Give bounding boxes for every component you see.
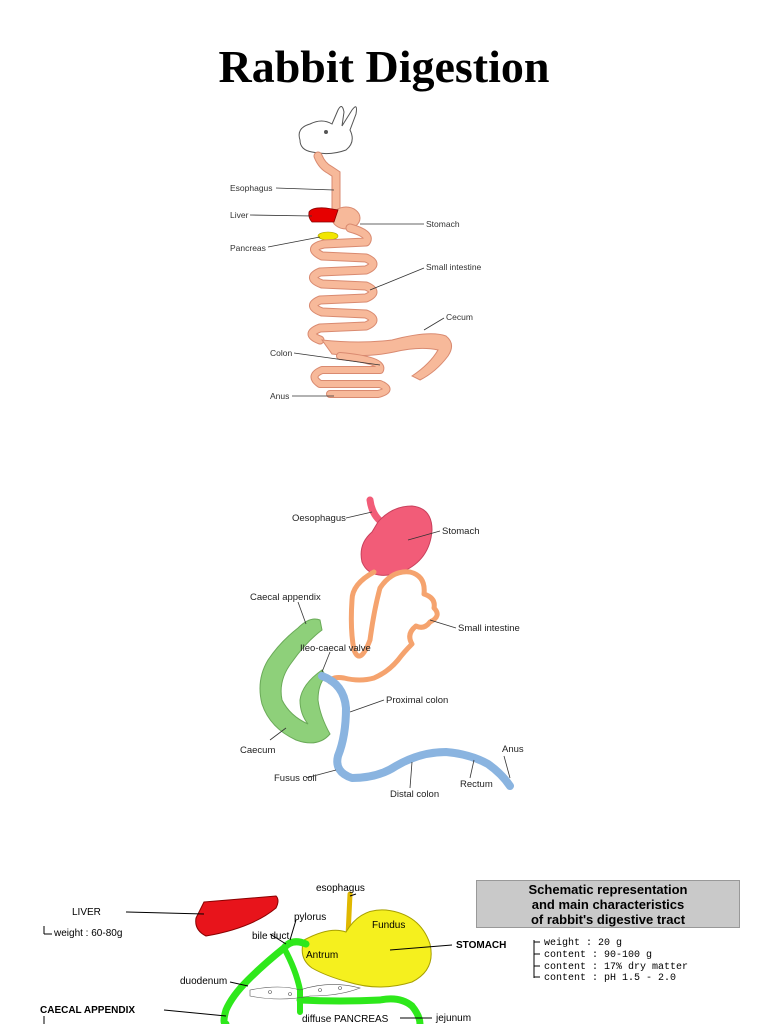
label-fundus: Fundus (372, 920, 405, 931)
pancreas-shape (317, 231, 339, 241)
small-intestine-tube (327, 569, 440, 685)
cecum-shape (320, 333, 452, 381)
label-small-intestine-2: Small intestine (458, 623, 520, 634)
caecum-shape (259, 618, 331, 744)
stomach-fact-3: content : 17% dry matter (544, 961, 688, 973)
caption-line-1: Schematic representation (528, 882, 688, 897)
rabbit-head-sketch (298, 106, 357, 155)
label-caecal-appendix: Caecal appendix (250, 592, 321, 603)
label-liver: Liver (230, 210, 249, 220)
label-pylorus: pylorus (294, 912, 326, 923)
label-jejunum: jejunum (435, 1013, 471, 1024)
label-anus-2: Anus (502, 744, 524, 755)
label-bile-duct: bile duct (252, 931, 289, 942)
label-esophagus-3: esophagus (316, 883, 365, 894)
label-rectum: Rectum (460, 779, 493, 790)
label-liver-weight: weight : 60-80g (53, 928, 122, 939)
diagram-2: Oesophagus Stomach Caecal appendix Ileo-… (240, 496, 524, 800)
stomach-fact-1: weight : 20 g (544, 937, 622, 949)
label-stomach-3: STOMACH (456, 940, 506, 951)
colon-tube (318, 672, 514, 790)
diagram-1: Esophagus Liver Pancreas Stomach Small i… (230, 106, 482, 401)
label-oesophagus: Oesophagus (292, 513, 346, 524)
label-small-intestine: Small intestine (426, 262, 482, 272)
diagram-1-leaders (249, 187, 445, 397)
label-distal-colon: Distal colon (390, 789, 439, 800)
label-stomach-2: Stomach (442, 526, 480, 537)
label-proximal-colon: Proximal colon (386, 695, 448, 706)
label-esophagus: Esophagus (230, 183, 273, 193)
label-liver-3: LIVER (72, 907, 101, 918)
duodenum-tube (220, 938, 424, 1024)
diagram-3-leaders (43, 893, 540, 1024)
diagram-2-leaders (269, 511, 511, 789)
liver-shape (308, 207, 339, 223)
label-caecum: Caecum (240, 745, 275, 756)
label-anus: Anus (270, 391, 289, 401)
caption-line-2: and main characteristics (531, 897, 685, 912)
label-ileo-caecal-valve: Ileo-caecal valve (300, 643, 371, 654)
label-pancreas: Pancreas (230, 243, 266, 253)
page-title: Rabbit Digestion (218, 41, 550, 92)
schematic-caption-box: Schematic representation and main charac… (476, 880, 740, 928)
label-antrum: Antrum (306, 950, 338, 961)
label-caecal-appendix-3: CAECAL APPENDIX (40, 1005, 135, 1016)
diagram-3: esophagus LIVER weight : 60-80g pylorus … (40, 883, 688, 1024)
caption-line-3: of rabbit's digestive tract (530, 912, 686, 927)
label-diffuse-pancreas: diffuse PANCREAS (302, 1014, 389, 1024)
label-colon: Colon (270, 348, 292, 358)
liver-shape (195, 895, 279, 937)
label-stomach: Stomach (426, 219, 460, 229)
stomach-fact-4: content : pH 1.5 - 2.0 (544, 973, 676, 984)
label-fusus-coli: Fusus coli (274, 773, 317, 784)
pancreas-sketch (249, 984, 361, 1000)
label-cecum: Cecum (446, 312, 473, 322)
label-duodenum: duodenum (180, 976, 227, 987)
stomach-shape (360, 505, 433, 576)
stomach-fact-2: content : 90-100 g (544, 950, 652, 961)
stomach-shape (301, 909, 432, 988)
